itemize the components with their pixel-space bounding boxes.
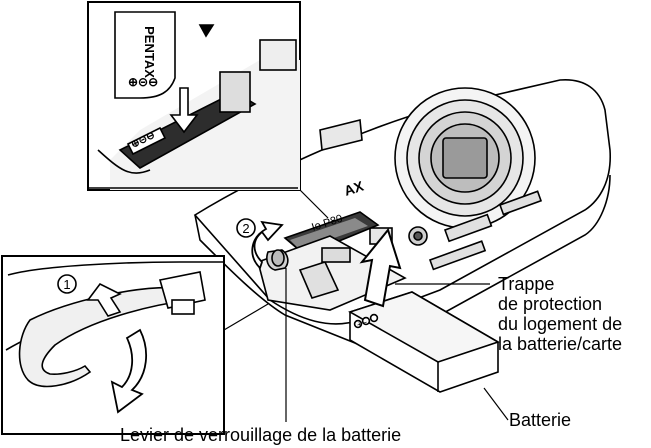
step-1-number: 1 [63,277,70,292]
step-2-number: 2 [242,221,249,236]
battery-brand: PENTAX [142,26,157,78]
cover-label-line-3: du logement de [498,314,623,334]
step-2-badge: 2 [236,218,256,238]
open-swing-arrow [110,328,147,414]
battery [348,291,500,393]
camera-brand-fragment: AX [342,177,366,198]
inset-down-arrow [169,87,199,134]
cover-label: Trappe de protection du logement de la b… [498,274,622,354]
top-inset: PENTAX ⊕⊝⊖ ⊕⊝⊖ [87,1,301,191]
cover-label-line-2: de protection [498,294,603,314]
leader-lines [285,268,509,422]
insert-arrow [359,227,402,308]
lock-lever [266,249,289,271]
battery-polarity: ⊕⊝⊖ [128,75,158,89]
lock-lever-label: Levier de verrouillage de la batterie [120,425,402,445]
lens [394,87,536,229]
open-up-arrow [86,282,122,317]
battery-label: Batterie [509,410,572,430]
lever-arrow [251,220,284,270]
cover-label-line-1: Trappe [498,274,555,294]
cover-label-line-4: la batterie/carte [498,334,623,354]
step-1-badge: 1 [57,274,77,294]
battery-polarity-bottom: +− [356,317,369,330]
left-inset [1,255,225,435]
